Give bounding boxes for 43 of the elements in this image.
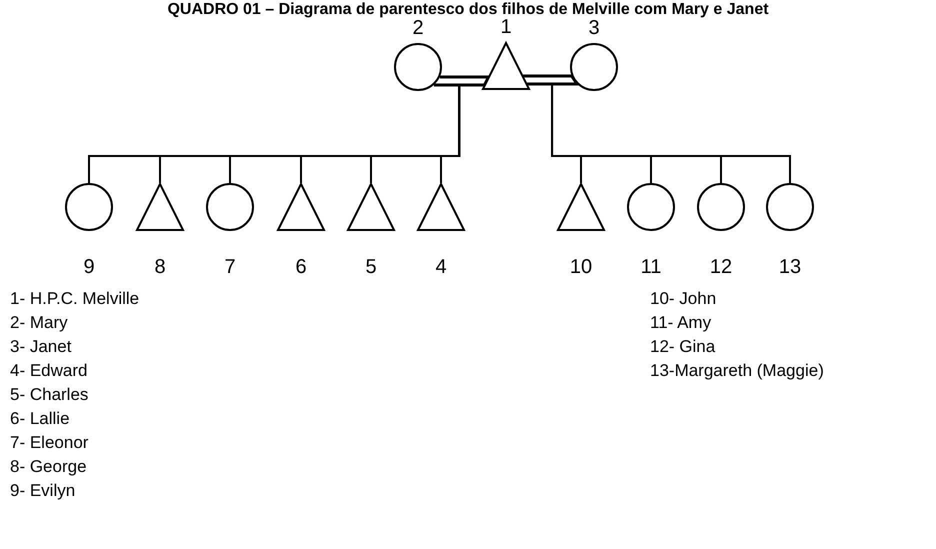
male-triangle [482, 42, 530, 90]
female-circle [394, 43, 442, 91]
name-list-entry: 8- George [10, 456, 87, 478]
female-circle [766, 183, 814, 231]
person-number: 7 [223, 256, 237, 278]
person-number: 6 [294, 256, 308, 278]
female-circle [570, 43, 618, 91]
name-list-entry: 1- H.P.C. Melville [10, 288, 140, 310]
diagram-title: QUADRO 01 – Diagrama de parentesco dos filhos de Melville com Mary e Janet [166, 0, 770, 19]
female-circle [206, 183, 254, 231]
male-triangle [277, 183, 325, 231]
person-number: 4 [434, 256, 448, 278]
male-triangle [557, 183, 605, 231]
name-list-entry: 3- Janet [10, 336, 72, 358]
male-triangle [347, 183, 395, 231]
female-circle [627, 183, 675, 231]
name-list-entry: 6- Lallie [10, 408, 70, 430]
person-number: 1 [499, 16, 513, 38]
person-number: 11 [640, 256, 662, 278]
person-number: 3 [587, 17, 601, 39]
person-number: 12 [708, 256, 734, 278]
person-number: 2 [412, 17, 424, 39]
person-number: 5 [364, 256, 378, 278]
female-circle [697, 183, 745, 231]
descent-line [551, 84, 791, 183]
name-list-entry: 10- John [650, 288, 716, 310]
female-circle [65, 183, 113, 231]
name-list-entry: 13-Margareth (Maggie) [650, 360, 824, 382]
person-number: 8 [153, 256, 167, 278]
name-list-entry: 4- Edward [10, 360, 88, 382]
name-list-entry: 11- Amy [650, 312, 712, 334]
male-triangle [136, 183, 184, 231]
descent-line [440, 85, 460, 183]
name-list-entry: 12- Gina [650, 336, 716, 358]
marriage-line [523, 74, 580, 86]
person-number: 9 [82, 256, 96, 278]
name-list-entry: 7- Eleonor [10, 432, 88, 454]
name-list-entry: 2- Mary [10, 312, 68, 334]
person-number: 10 [568, 256, 594, 278]
name-list-entry: 5- Charles [10, 384, 88, 406]
name-list-entry: 9- Evilyn [10, 480, 76, 502]
male-triangle [417, 183, 465, 231]
person-number: 13 [778, 256, 802, 278]
